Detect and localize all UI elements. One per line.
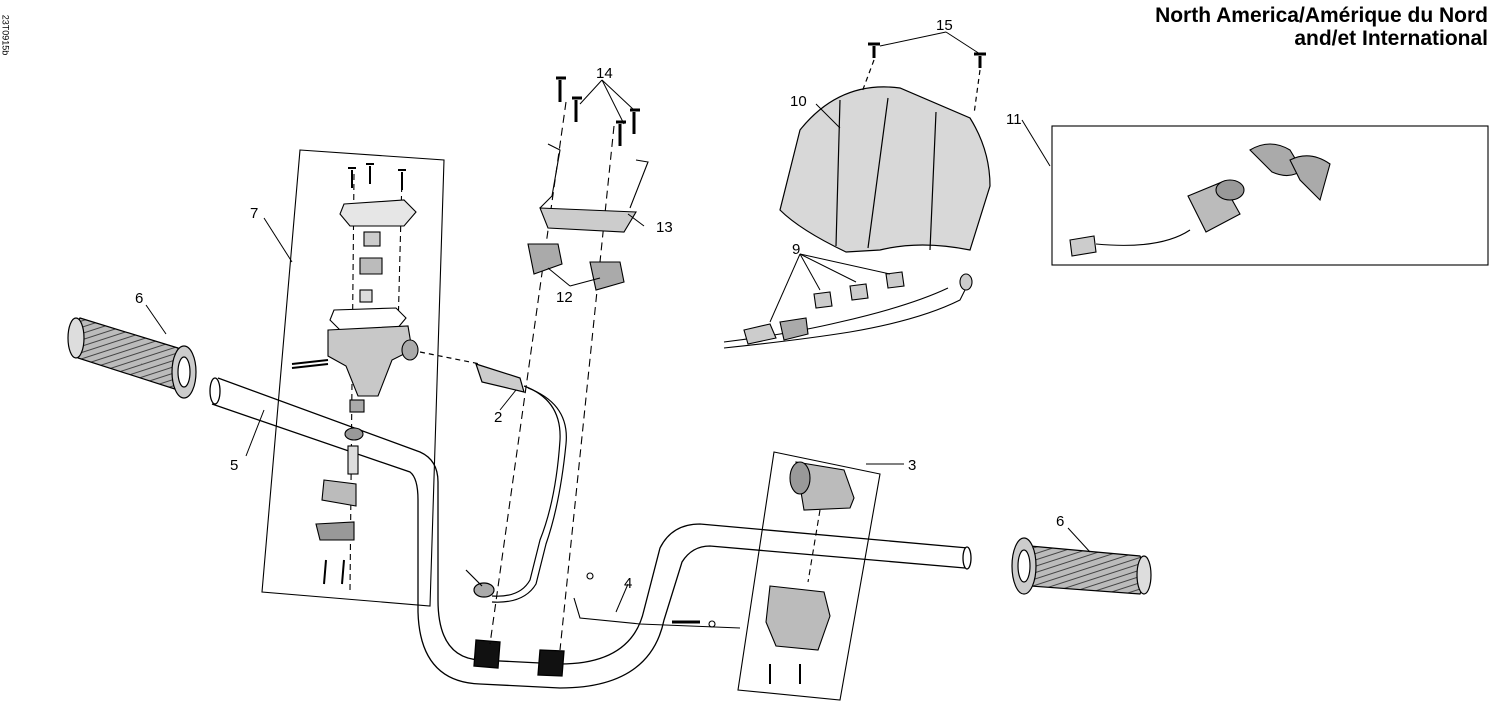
left-grip <box>67 317 197 399</box>
right-control-assembly <box>573 451 881 701</box>
callout-10: 10 <box>790 93 807 110</box>
ignition-switch-box <box>1051 125 1489 266</box>
callout-2: 2 <box>494 409 502 426</box>
wiring-harness <box>723 271 973 349</box>
handlebar <box>209 377 972 689</box>
callout-6-right: 6 <box>1056 513 1064 530</box>
center-clamp-assembly <box>489 76 649 651</box>
callouts: 2 3 4 5 6 6 7 9 10 11 12 13 14 15 <box>135 17 1064 592</box>
callout-13: 13 <box>656 219 673 236</box>
right-grip <box>1011 537 1152 595</box>
throttle-cable <box>419 351 567 603</box>
windshield <box>779 42 991 253</box>
callout-7: 7 <box>250 205 258 222</box>
left-control-assembly <box>261 149 445 607</box>
callout-14: 14 <box>596 65 613 82</box>
region-title-line2: and/et International <box>1294 27 1488 50</box>
callout-15: 15 <box>936 17 953 34</box>
callout-5: 5 <box>230 457 238 474</box>
callout-11: 11 <box>1006 111 1022 128</box>
callout-12: 12 <box>556 289 573 306</box>
callout-6-left: 6 <box>135 290 143 307</box>
region-title-line1: North America/Amérique du Nord <box>1155 4 1488 27</box>
leader-lines <box>145 31 1091 613</box>
callout-3: 3 <box>908 457 916 474</box>
callout-4: 4 <box>624 575 632 592</box>
region-title: North America/Amérique du Nord and/et In… <box>1155 4 1488 50</box>
callout-9: 9 <box>792 241 800 258</box>
